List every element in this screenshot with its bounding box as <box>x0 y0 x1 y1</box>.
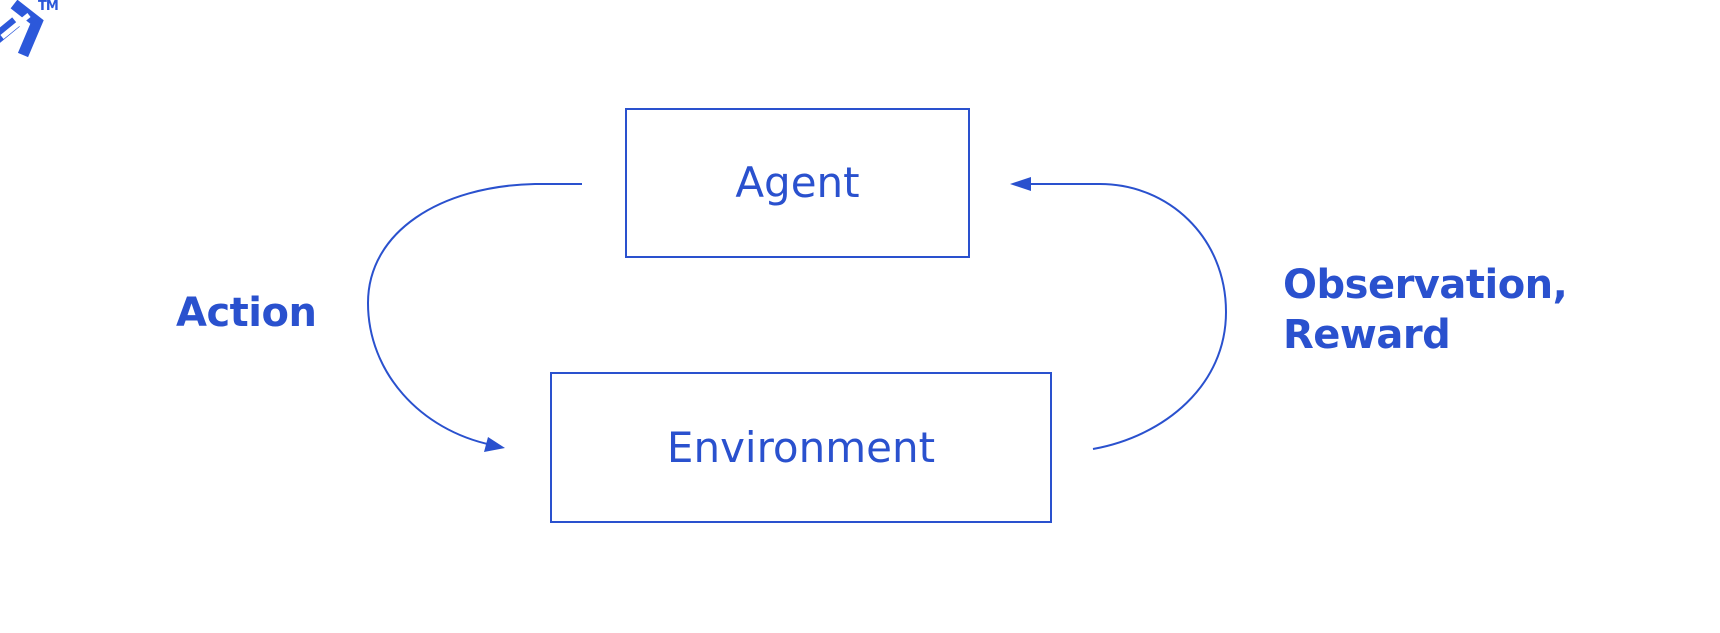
observation-reward-label: Observation, Reward <box>1283 260 1568 360</box>
action-arrowhead-icon <box>484 437 505 452</box>
environment-label: Environment <box>666 422 936 472</box>
agent-node: Agent <box>625 108 970 258</box>
agent-label: Agent <box>735 158 860 207</box>
toptal-logo-mark-icon <box>0 0 44 58</box>
environment-node: Environment <box>550 372 1052 523</box>
action-label: Action <box>176 290 317 336</box>
observation-label-line1: Observation, <box>1283 262 1568 308</box>
observation-label-line2: Reward <box>1283 312 1451 358</box>
observation-arrowhead-icon <box>1010 177 1031 191</box>
trademark-label: TM <box>38 0 59 14</box>
toptal-logo: TM <box>0 0 80 70</box>
